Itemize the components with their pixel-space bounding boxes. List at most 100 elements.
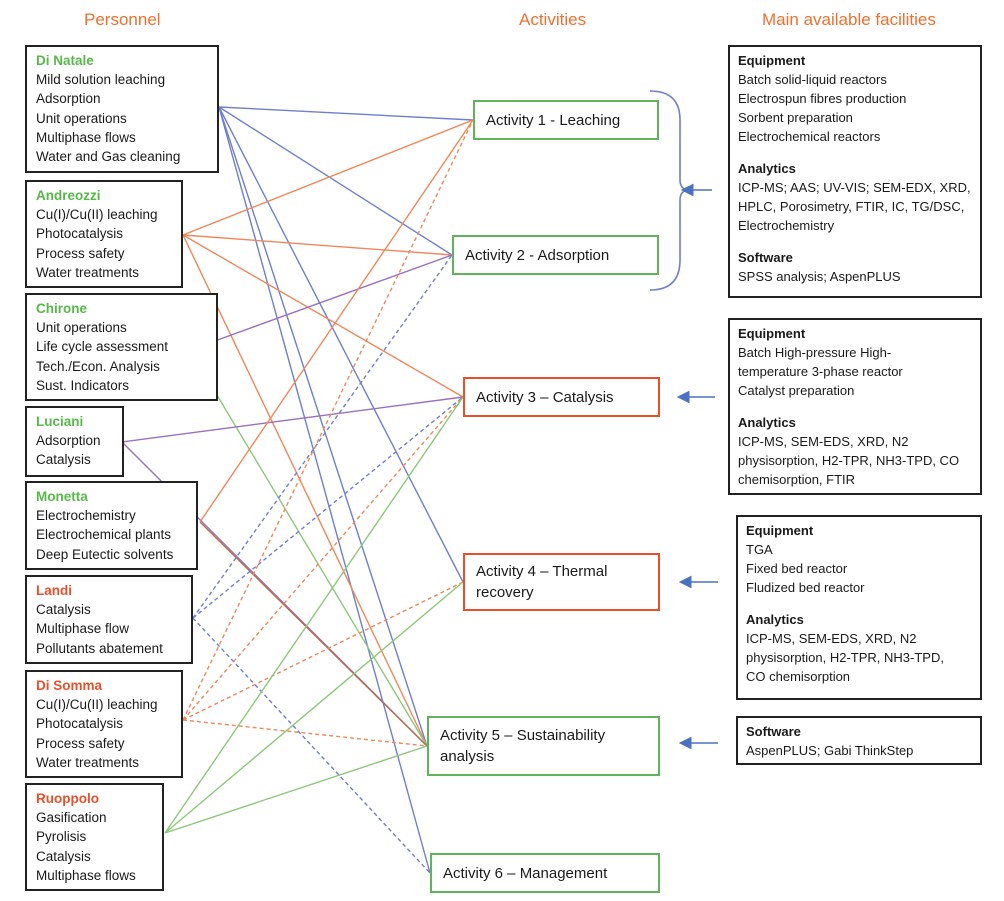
personnel-expertise: Unit operations bbox=[36, 320, 127, 336]
facility-item: ICP-MS, SEM-EDS, XRD, N2 bbox=[746, 631, 917, 646]
connection-line bbox=[182, 234, 464, 398]
activity-label: Activity 1 - Leaching bbox=[486, 111, 621, 129]
connection-line bbox=[182, 234, 453, 256]
facility-item: temperature 3-phase reactor bbox=[738, 364, 903, 379]
activity-box: Activity 4 – Thermal recovery bbox=[463, 553, 660, 611]
facility-item: TGA bbox=[746, 542, 773, 557]
personnel-expertise: Electrochemistry bbox=[36, 508, 136, 524]
facility-item: Sorbent preparation bbox=[738, 110, 853, 125]
personnel-expertise: Process safety bbox=[36, 245, 125, 261]
facility-item: Fixed bed reactor bbox=[746, 561, 848, 576]
activities-header: Activities bbox=[519, 10, 587, 29]
facility-section-heading: Software bbox=[738, 250, 793, 265]
activity-box: Activity 5 – Sustainability analysis bbox=[427, 716, 660, 776]
connection-line bbox=[199, 521, 428, 747]
facility-item: physisorption, H2-TPR, NH3-TPD, CO bbox=[738, 453, 960, 468]
connection-line bbox=[218, 106, 428, 747]
personnel-name: Luciani bbox=[36, 414, 84, 429]
activity-box: Activity 1 - Leaching bbox=[473, 100, 659, 140]
connection-line bbox=[192, 617, 431, 874]
activity-box: Activity 3 – Catalysis bbox=[463, 377, 660, 417]
personnel-expertise: Cu(I)/Cu(II) leaching bbox=[36, 207, 158, 223]
personnel-expertise: Pyrolisis bbox=[36, 829, 87, 845]
personnel-expertise: Water treatments bbox=[36, 754, 140, 770]
facility-item: Electrospun fibres production bbox=[738, 91, 907, 106]
facility-item: chemisorption, FTIR bbox=[738, 472, 856, 487]
facility-item: Fludized bed reactor bbox=[746, 580, 865, 595]
facility-item: Catalyst preparation bbox=[738, 383, 855, 398]
facility-item: Electrochemical reactors bbox=[738, 129, 881, 144]
connection-line bbox=[218, 106, 464, 583]
connection-line bbox=[164, 581, 464, 834]
facility-section-heading: Software bbox=[746, 724, 801, 739]
connection-line bbox=[192, 254, 453, 619]
facility-section-heading: Analytics bbox=[738, 415, 796, 430]
connection-line bbox=[182, 234, 428, 747]
connection-line bbox=[182, 396, 464, 721]
personnel-expertise: Life cycle assessment bbox=[36, 339, 169, 355]
personnel-name: Ruoppolo bbox=[36, 791, 99, 806]
personnel-expertise: Pollutants abatement bbox=[36, 640, 163, 656]
personnel-expertise: Photocatalysis bbox=[36, 716, 124, 732]
connection-line bbox=[182, 719, 428, 747]
personnel-expertise: Multiphase flows bbox=[36, 129, 136, 145]
connection-line bbox=[192, 396, 464, 619]
facility-item: ICP-MS; AAS; UV-VIS; SEM-EDX, XRD, bbox=[738, 180, 971, 195]
facility-section-heading: Analytics bbox=[738, 161, 796, 176]
activity-label: Activity 5 – Sustainability bbox=[440, 727, 606, 744]
personnel-name: Andreozzi bbox=[36, 188, 101, 203]
activity-label: Activity 6 – Management bbox=[443, 864, 608, 882]
facility-item: Batch solid-liquid reactors bbox=[738, 72, 887, 87]
personnel-expertise: Catalysis bbox=[36, 848, 91, 864]
facility-item: CO chemisorption bbox=[746, 669, 851, 684]
personnel-expertise: Adsorption bbox=[36, 433, 101, 449]
connection-line bbox=[189, 254, 453, 351]
activity-label: recovery bbox=[476, 584, 534, 601]
personnel-expertise: Electrochemical plants bbox=[36, 527, 172, 543]
connection-line bbox=[218, 106, 431, 874]
personnel-expertise: Cu(I)/Cu(II) leaching bbox=[36, 697, 158, 713]
personnel-name: Chirone bbox=[36, 301, 88, 316]
connection-line bbox=[164, 396, 464, 834]
connection-line bbox=[189, 349, 428, 747]
activity-label: analysis bbox=[440, 748, 495, 765]
personnel-name: Monetta bbox=[36, 489, 88, 504]
connection-line bbox=[121, 396, 464, 443]
activity-label: Activity 4 – Thermal bbox=[476, 563, 608, 580]
personnel-expertise: Gasification bbox=[36, 810, 107, 826]
connection-line bbox=[218, 106, 453, 256]
personnel-expertise: Multiphase flow bbox=[36, 621, 130, 637]
activity-box: Activity 6 – Management bbox=[430, 853, 660, 893]
facility-section-heading: Equipment bbox=[738, 53, 806, 68]
personnel-expertise: Sust. Indicators bbox=[36, 377, 130, 393]
connection-line bbox=[199, 119, 474, 523]
activity-box: Activity 2 - Adsorption bbox=[452, 235, 659, 275]
personnel-expertise: Water treatments bbox=[36, 264, 140, 280]
connection-line bbox=[218, 106, 474, 121]
personnel-name: Di Natale bbox=[36, 53, 94, 68]
activity-label: Activity 3 – Catalysis bbox=[476, 388, 614, 406]
facility-item: ICP-MS, SEM-EDS, XRD, N2 bbox=[738, 434, 909, 449]
facility-section-heading: Equipment bbox=[738, 326, 806, 341]
facility-item: SPSS analysis; AspenPLUS bbox=[738, 269, 901, 284]
connection-line bbox=[182, 581, 464, 721]
facility-section-heading: Analytics bbox=[746, 612, 804, 627]
personnel-header: Personnel bbox=[84, 10, 161, 29]
connection-line bbox=[164, 745, 428, 834]
facility-section-heading: Equipment bbox=[746, 523, 814, 538]
personnel-expertise: Tech./Econ. Analysis bbox=[36, 358, 160, 374]
personnel-expertise: Water and Gas cleaning bbox=[36, 149, 181, 165]
facility-item: Batch High-pressure High- bbox=[738, 345, 892, 360]
personnel-expertise: Photocatalysis bbox=[36, 226, 124, 242]
